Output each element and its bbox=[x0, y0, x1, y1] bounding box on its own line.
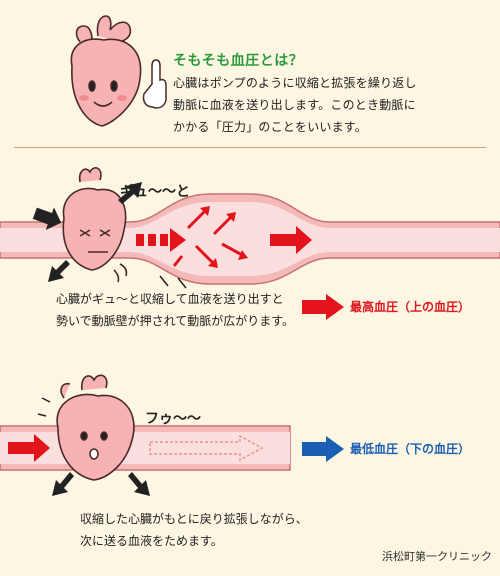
intro-description: 心臓はポンプのように収縮と拡張を繰り返し 動脈に血液を送り出します。このとき動脈… bbox=[173, 72, 491, 138]
pointing-hand-icon bbox=[142, 59, 167, 109]
motion-lines bbox=[37, 397, 51, 417]
systole-caption: 心臓がギュ～と収縮して血液を送り出すと 勢いで動脈壁が押されて動脈が広がります。 bbox=[56, 288, 294, 332]
artery-widened bbox=[0, 193, 500, 285]
systole-diagram bbox=[0, 167, 500, 289]
diastole-diagram bbox=[0, 374, 291, 496]
intro-line: 動脈に血液を送り出します。このとき動脈に bbox=[173, 98, 416, 112]
diastole-result-arrow bbox=[302, 436, 344, 462]
squeeze-arrows bbox=[32, 182, 142, 282]
systole-result-arrow bbox=[302, 294, 344, 320]
diastole-caption: 収縮した心臓がもとに戻り拡張しながら、 次に送る血液をためます。 bbox=[80, 508, 308, 552]
intro-title: そもそも血圧とは？ bbox=[173, 53, 304, 69]
intro-line: かかる「圧力」のことをいいます。 bbox=[173, 120, 368, 134]
caption-line: 勢いで動脈壁が押されて動脈が広がります。 bbox=[56, 314, 295, 328]
caption-line: 次に送る血液をためます。 bbox=[80, 534, 223, 548]
section-divider bbox=[14, 147, 486, 148]
caption-line: 収縮した心臓がもとに戻り拡張しながら、 bbox=[80, 512, 308, 526]
flow-dash-arrow bbox=[136, 228, 186, 252]
caption-line: 心臓がギュ～と収縮して血液を送り出すと bbox=[56, 292, 284, 306]
systolic-pressure-label: 最高血圧（上の血圧） bbox=[350, 300, 471, 314]
diastole-sound-effect: フゥ～～ bbox=[145, 411, 201, 427]
relaxed-heart-icon bbox=[56, 374, 135, 481]
outflow-arrow bbox=[270, 226, 312, 254]
heart-icon bbox=[70, 15, 142, 127]
diastolic-pressure-label: 最低血圧（下の血圧） bbox=[350, 442, 471, 456]
squeezed-heart-icon bbox=[62, 167, 128, 283]
intro-heart-illustration bbox=[70, 15, 167, 127]
systole-sound-effect: ギュ～～と bbox=[120, 184, 190, 200]
faint-flow-arrow bbox=[149, 434, 264, 462]
inflow-arrow bbox=[8, 434, 50, 462]
expand-arrows bbox=[52, 472, 150, 496]
motion-lines bbox=[159, 275, 187, 289]
pressure-arrows bbox=[172, 206, 248, 268]
clinic-credit: 浜松町第一クリニック bbox=[382, 550, 492, 563]
intro-line: 心臓はポンプのように収縮と拡張を繰り返し bbox=[173, 76, 417, 90]
